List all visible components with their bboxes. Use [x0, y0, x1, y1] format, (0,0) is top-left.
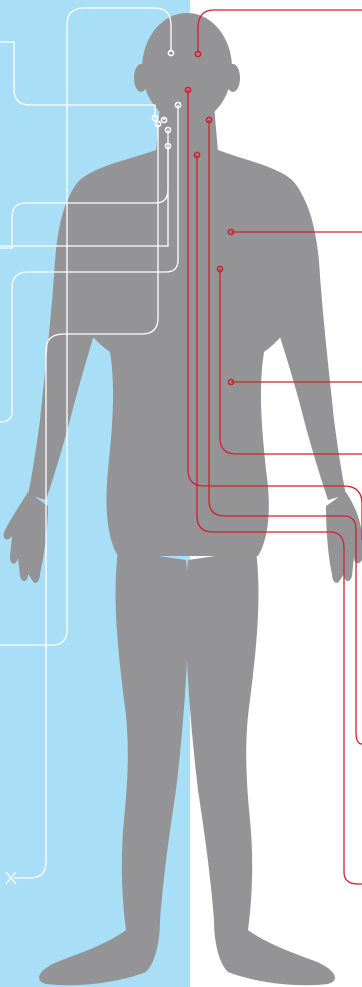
- human-body-silhouette: [4, 13, 362, 985]
- figure-arm-right: [265, 182, 346, 500]
- figure-leg-right: [185, 550, 335, 985]
- figure-hand-left: [4, 492, 48, 583]
- figure-ear-left: [134, 64, 148, 92]
- figure-leg-left: [39, 550, 189, 985]
- figure-ear-right: [226, 64, 240, 92]
- left-connector-2: [0, 42, 155, 118]
